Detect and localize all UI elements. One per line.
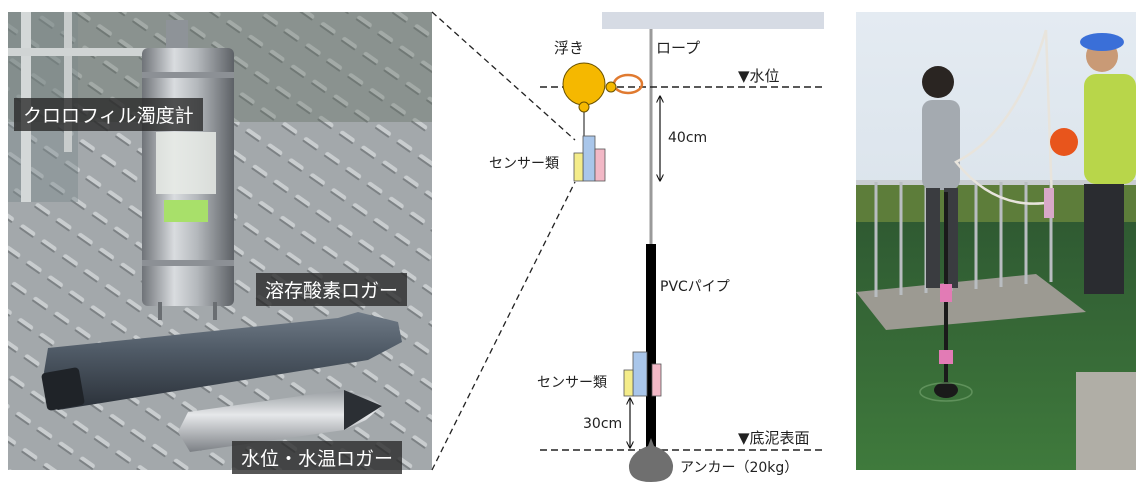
pvc-pipe bbox=[646, 244, 656, 448]
right-photo-deployment bbox=[856, 12, 1136, 470]
sensor-bottom-yellow bbox=[623, 369, 634, 397]
label-water-level: ▼水位 bbox=[738, 67, 780, 85]
sensor-top-yellow bbox=[573, 152, 584, 182]
sensor-top-pink bbox=[594, 148, 606, 182]
zoom-line-bottom bbox=[431, 181, 576, 471]
label-dissolved-oxygen-logger: 溶存酸素ロガー bbox=[256, 273, 408, 306]
label-anchor: アンカー（20kg） bbox=[680, 460, 798, 476]
label-rope: ロープ bbox=[656, 39, 700, 57]
label-distance-30cm: 30cm bbox=[583, 416, 622, 432]
anchor-weight bbox=[628, 438, 674, 482]
deployment-photo-image bbox=[856, 12, 1136, 470]
logger-photo-image bbox=[8, 12, 432, 470]
label-bottom-surface: ▼底泥表面 bbox=[738, 429, 810, 447]
sensor-top-blue bbox=[582, 135, 596, 182]
label-sensors-top: センサー類 bbox=[489, 156, 559, 172]
left-photo-loggers bbox=[8, 12, 432, 470]
label-pvc-pipe: PVCパイプ bbox=[660, 279, 730, 295]
zoom-line-top bbox=[431, 11, 576, 141]
label-sensors-bottom: センサー類 bbox=[537, 375, 607, 391]
label-water-level-temperature-logger: 水位・水温ロガー bbox=[232, 441, 403, 474]
sensor-bottom-blue bbox=[632, 351, 648, 397]
label-distance-40cm: 40cm bbox=[668, 130, 707, 146]
label-chlorophyll-turbidity-meter: クロロフィル濁度計 bbox=[14, 98, 203, 131]
float-knob bbox=[578, 101, 590, 113]
float-buoy bbox=[562, 62, 606, 106]
rope-loop bbox=[612, 73, 644, 95]
label-float: 浮き bbox=[554, 39, 584, 57]
float-ring bbox=[605, 81, 617, 93]
sensor-bottom-pink bbox=[651, 363, 662, 397]
support-beam bbox=[602, 12, 824, 29]
